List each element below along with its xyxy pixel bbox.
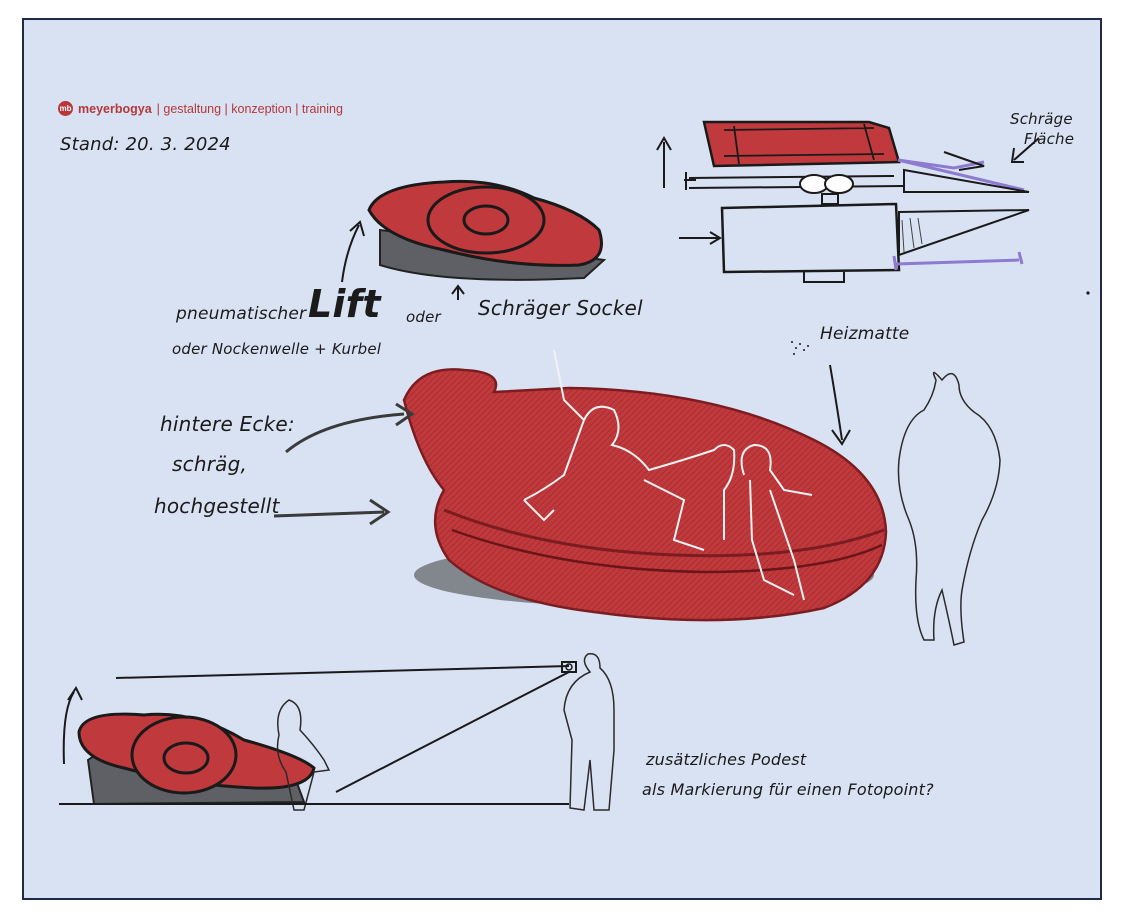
woman-silhouette xyxy=(897,371,1001,646)
note-heating-mat: Heizmatte xyxy=(820,324,910,344)
company-logo: mb meyerbogya | gestaltung | konzeption … xyxy=(58,101,343,116)
cushion-main xyxy=(402,349,888,622)
company-tagline: | gestaltung | konzeption | training xyxy=(156,101,343,116)
sketch-drawing xyxy=(59,120,1090,811)
note-date: Stand: 20. 3. 2024 xyxy=(60,134,231,155)
sketch-sheet: mb meyerbogya | gestaltung | konzeption … xyxy=(22,18,1102,900)
cushion-sketch-bottom xyxy=(59,653,615,811)
note-back-corner-3: hochgestellt xyxy=(154,494,280,518)
note-back-corner-2: schräg, xyxy=(172,452,248,476)
note-lift-word: Lift xyxy=(308,282,381,326)
note-sloped-surface-2: Fläche xyxy=(1024,130,1075,148)
company-name: meyerbogya xyxy=(78,101,152,116)
speckle-marks xyxy=(791,291,1090,355)
section-sketch xyxy=(656,120,1040,283)
arrow-back-corner-top xyxy=(285,412,405,454)
note-camshaft: oder Nockenwelle + Kurbel xyxy=(172,340,382,358)
note-oder: oder xyxy=(406,308,441,326)
note-podium-1: zusätzliches Podest xyxy=(646,750,807,769)
note-sloped-surface-1: Schräge xyxy=(1010,110,1073,128)
note-lift-pneumatic: pneumatischer xyxy=(176,304,307,324)
cushion-sketch-top xyxy=(341,179,607,300)
logo-mark-icon: mb xyxy=(58,101,73,116)
note-back-corner-1: hintere Ecke: xyxy=(160,412,295,436)
note-podium-2: als Markierung für einen Fotopoint? xyxy=(642,780,934,799)
arrow-back-corner-bottom xyxy=(273,510,385,518)
note-sloped-base: Schräger Sockel xyxy=(478,296,643,320)
arrow-heizmatte xyxy=(829,364,843,441)
